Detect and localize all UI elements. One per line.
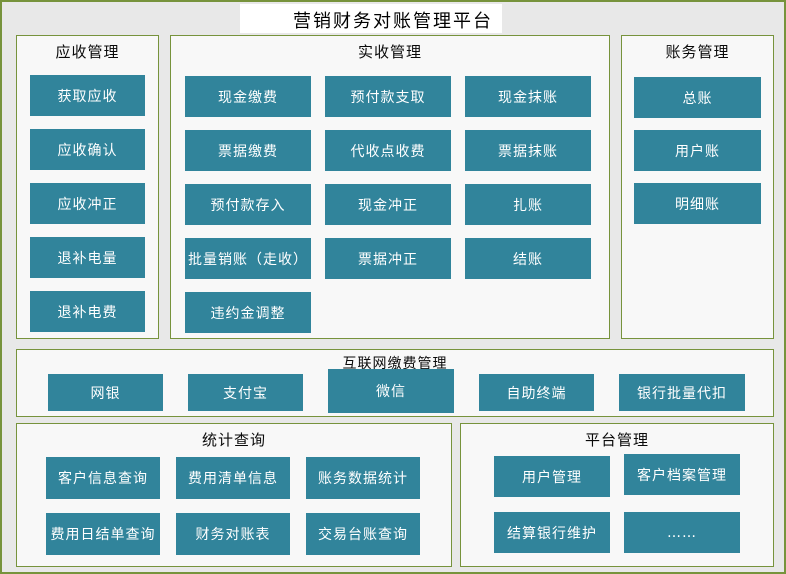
btn-online-bank[interactable]: 网银 xyxy=(48,374,163,411)
panel-platform: 平台管理 用户管理 客户档案管理 结算银行维护 …… xyxy=(460,423,774,567)
btn-settle-account[interactable]: 结账 xyxy=(465,238,591,279)
btn-prepayment-deposit[interactable]: 预付款存入 xyxy=(185,184,311,225)
accounting-button-column: 总账 用户账 明细账 xyxy=(634,77,761,224)
btn-detail-ledger[interactable]: 明细账 xyxy=(634,183,761,224)
btn-cash-reversal[interactable]: 现金冲正 xyxy=(325,184,451,225)
panel-title-accounting: 账务管理 xyxy=(665,43,730,61)
panel-title-platform: 平台管理 xyxy=(584,431,649,449)
btn-general-ledger[interactable]: 总账 xyxy=(634,77,761,118)
btn-receivables-confirm[interactable]: 应收确认 xyxy=(30,129,145,170)
btn-user-ledger[interactable]: 用户账 xyxy=(634,130,761,171)
panel-title-statistics: 统计查询 xyxy=(201,431,266,449)
btn-refund-power-fee[interactable]: 退补电费 xyxy=(30,291,145,332)
btn-daily-statement-query[interactable]: 费用日结单查询 xyxy=(46,513,160,555)
panel-internet-payment: 互联网缴费管理 网银 支付宝 微信 自助终端 银行批量代扣 xyxy=(16,349,774,417)
panel-title-internet-payment: 互联网缴费管理 xyxy=(342,356,448,372)
btn-cash-erase[interactable]: 现金抹账 xyxy=(465,76,591,117)
btn-fetch-receivables[interactable]: 获取应收 xyxy=(30,75,145,116)
page-title: 营销财务对账管理平台 xyxy=(293,11,493,32)
btn-bill-reversal[interactable]: 票据冲正 xyxy=(325,238,451,279)
btn-tie-account[interactable]: 扎账 xyxy=(465,184,591,225)
btn-bank-batch-debit[interactable]: 银行批量代扣 xyxy=(619,374,745,411)
btn-transaction-ledger-query[interactable]: 交易台账查询 xyxy=(306,513,420,555)
btn-customer-info-query[interactable]: 客户信息查询 xyxy=(46,457,160,499)
btn-customer-archive-management[interactable]: 客户档案管理 xyxy=(624,454,740,495)
actual-receipts-button-grid: 现金缴费 预付款支取 现金抹账 票据缴费 代收点收费 票据抹账 预付款存入 现金… xyxy=(185,76,591,333)
panel-statistics: 统计查询 客户信息查询 费用清单信息 账务数据统计 费用日结单查询 财务对账表 … xyxy=(16,423,452,567)
btn-refund-power-quantity[interactable]: 退补电量 xyxy=(30,237,145,278)
btn-penalty-adjust[interactable]: 违约金调整 xyxy=(185,292,311,333)
btn-settlement-bank-maintenance[interactable]: 结算银行维护 xyxy=(494,512,610,553)
btn-cash-payment[interactable]: 现金缴费 xyxy=(185,76,311,117)
btn-fee-list-info[interactable]: 费用清单信息 xyxy=(176,457,290,499)
btn-more-ellipsis[interactable]: …… xyxy=(624,512,740,553)
receivables-button-column: 获取应收 应收确认 应收冲正 退补电量 退补电费 xyxy=(30,75,145,332)
internet-payment-button-row: 网银 支付宝 微信 自助终端 银行批量代扣 xyxy=(48,369,745,413)
btn-bill-erase[interactable]: 票据抹账 xyxy=(465,130,591,171)
btn-bill-payment[interactable]: 票据缴费 xyxy=(185,130,311,171)
btn-prepayment-withdraw[interactable]: 预付款支取 xyxy=(325,76,451,117)
panel-title-receivables: 应收管理 xyxy=(55,43,120,61)
title-background-box xyxy=(240,4,502,33)
btn-batch-writeoff[interactable]: 批量销账（走收） xyxy=(185,238,311,279)
panel-receivables: 应收管理 获取应收 应收确认 应收冲正 退补电量 退补电费 xyxy=(16,35,159,339)
btn-user-management[interactable]: 用户管理 xyxy=(494,456,610,497)
panel-accounting: 账务管理 总账 用户账 明细账 xyxy=(621,35,774,339)
panel-actual-receipts: 实收管理 现金缴费 预付款支取 现金抹账 票据缴费 代收点收费 票据抹账 预付款… xyxy=(170,35,610,339)
btn-alipay[interactable]: 支付宝 xyxy=(188,374,303,411)
btn-finance-reconciliation-report[interactable]: 财务对账表 xyxy=(176,513,290,555)
panel-title-actual-receipts: 实收管理 xyxy=(357,43,422,61)
btn-wechat[interactable]: 微信 xyxy=(328,369,454,413)
statistics-button-grid: 客户信息查询 费用清单信息 账务数据统计 费用日结单查询 财务对账表 交易台账查… xyxy=(46,457,420,555)
btn-self-service-terminal[interactable]: 自助终端 xyxy=(479,374,594,411)
btn-receivables-reversal[interactable]: 应收冲正 xyxy=(30,183,145,224)
btn-collection-point-fee[interactable]: 代收点收费 xyxy=(325,130,451,171)
platform-button-grid: 用户管理 客户档案管理 结算银行维护 …… xyxy=(494,454,740,553)
btn-account-data-stats[interactable]: 账务数据统计 xyxy=(306,457,420,499)
